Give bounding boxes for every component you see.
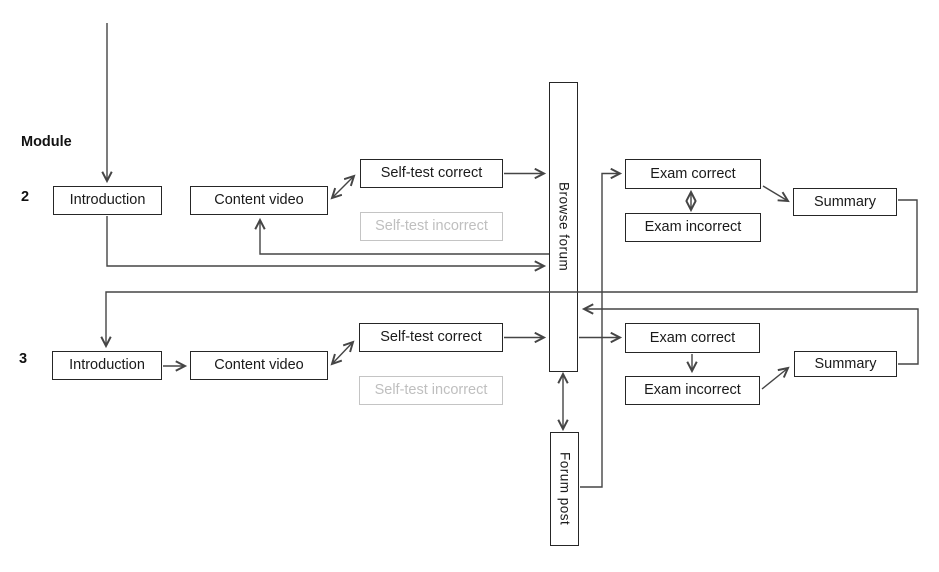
node-module3-exam-correct: Exam correct: [625, 323, 760, 353]
node-browse-forum: Browse forum: [549, 82, 578, 372]
node-module2-summary: Summary: [793, 188, 897, 216]
node-module3-exam-incorrect: Exam incorrect: [625, 376, 760, 405]
module-header-label: Module: [21, 134, 72, 150]
node-module3-self-test-correct: Self-test correct: [359, 323, 503, 352]
module-2-number-label: 2: [21, 189, 30, 205]
node-module2-self-test-incorrect: Self-test incorrect: [360, 212, 503, 241]
edge-m2-summary-to-m3-introduction: [106, 199, 918, 346]
node-module3-summary: Summary: [794, 351, 897, 377]
node-module3-introduction: Introduction: [52, 351, 162, 380]
node-module2-self-test-correct: Self-test correct: [360, 159, 503, 188]
edge-m3-content-video-self-test-correct: [332, 342, 353, 364]
node-forum-post: Forum post: [550, 432, 579, 546]
node-module2-introduction: Introduction: [53, 186, 162, 215]
node-module3-content-video: Content video: [190, 351, 328, 380]
edge-m2-exam-correct-to-summary: [762, 185, 788, 201]
edge-forum-post-to-m2-exam-correct: [580, 174, 620, 488]
edge-m2-content-video-self-test-correct: [332, 176, 354, 198]
module-3-number-label: 3: [19, 351, 28, 367]
node-module2-exam-incorrect: Exam incorrect: [625, 213, 761, 242]
node-module2-content-video: Content video: [190, 186, 328, 215]
node-module3-self-test-incorrect: Self-test incorrect: [359, 376, 503, 405]
node-module2-exam-correct: Exam correct: [625, 159, 761, 189]
edge-m3-exam-incorrect-to-summary: [761, 368, 788, 390]
